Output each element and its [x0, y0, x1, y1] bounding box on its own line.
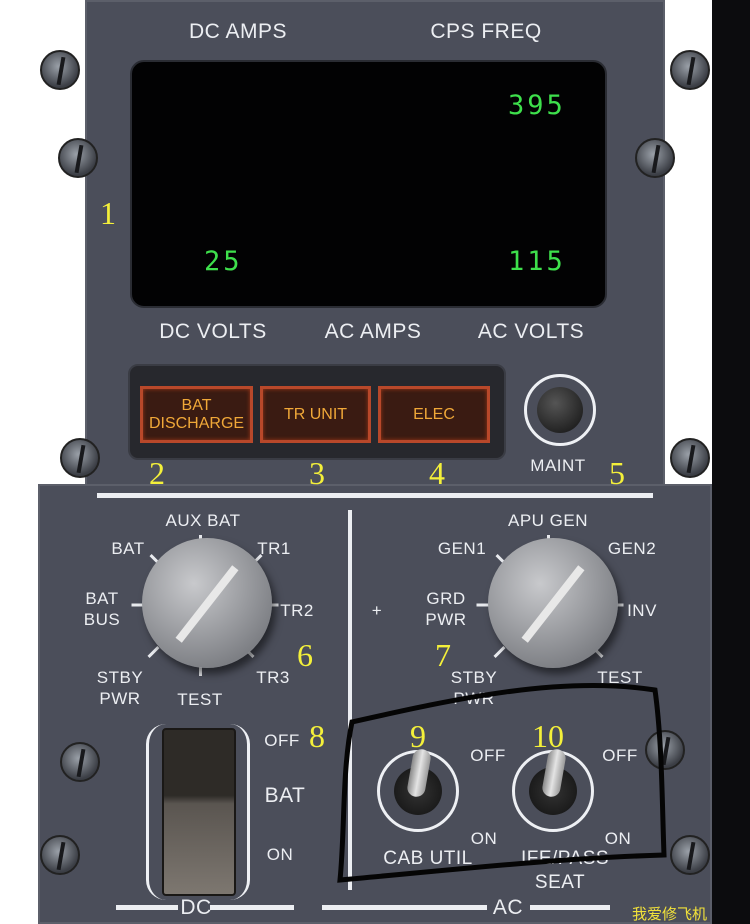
screw-icon — [670, 835, 710, 875]
plus-mark: + — [371, 601, 383, 620]
dc-meter-selector-knob[interactable] — [142, 538, 272, 668]
callout-9: 9 — [410, 718, 426, 754]
elec-light[interactable]: ELEC — [378, 386, 490, 443]
meter-display — [130, 60, 607, 308]
ac-volts-value: 115 — [508, 246, 566, 277]
screw-icon — [670, 438, 710, 478]
pos-test: TEST — [177, 690, 223, 709]
callout-3: 3 — [309, 455, 325, 491]
ife-pass-seat-switch[interactable] — [512, 747, 594, 832]
bat-switch-guard — [146, 724, 250, 900]
pos-tr2: TR2 — [280, 601, 314, 620]
bat-label: BAT — [264, 784, 306, 807]
bat-off-label: OFF — [264, 731, 300, 750]
callout-7: 7 — [435, 637, 451, 673]
callout-1: 1 — [100, 195, 116, 231]
screw-icon — [635, 138, 675, 178]
bat-switch[interactable] — [162, 728, 236, 896]
pos-ac-test: TEST — [597, 668, 643, 687]
pos-tr1: TR1 — [257, 539, 291, 558]
dc-section-label: DC — [180, 896, 212, 919]
label-ac-volts: AC VOLTS — [477, 320, 585, 343]
ac-line — [530, 905, 610, 910]
bat-discharge-line2: DISCHARGE — [148, 414, 245, 432]
pos-bat-bus: BAT BUS — [83, 589, 121, 629]
callout-5: 5 — [609, 455, 625, 491]
screw-icon — [40, 50, 80, 90]
ac-section-label: AC — [492, 896, 524, 919]
pos-aux-bat: AUX BAT — [165, 511, 241, 530]
screw-icon — [670, 50, 710, 90]
screw-icon — [645, 730, 685, 770]
maint-button[interactable] — [537, 387, 583, 433]
ife-on: ON — [604, 829, 632, 848]
maint-label: MAINT — [530, 456, 586, 475]
cab-util-on: ON — [470, 829, 498, 848]
ac-line — [322, 905, 487, 910]
callout-10: 10 — [532, 718, 564, 754]
pos-grd-pwr: GRD PWR — [425, 589, 467, 629]
maint-button-ring — [524, 374, 596, 446]
bat-on-label: ON — [266, 845, 294, 864]
divider — [97, 493, 653, 498]
dc-line — [116, 905, 178, 910]
elec-label: ELEC — [413, 405, 455, 423]
screw-icon — [58, 138, 98, 178]
pos-stby-pwr: STBY PWR — [96, 668, 144, 708]
pos-inv: INV — [627, 601, 657, 620]
bat-discharge-line1: BAT — [181, 396, 212, 414]
cab-util-label: CAB UTIL — [383, 848, 473, 869]
tr-unit-label: TR UNIT — [283, 405, 348, 423]
seat-label: SEAT — [534, 872, 586, 893]
label-cps-freq: CPS FREQ — [430, 20, 542, 43]
callout-2: 2 — [149, 455, 165, 491]
watermark: 我爱修飞机 — [632, 905, 708, 923]
pos-gen2: GEN2 — [607, 539, 657, 558]
tr-unit-light[interactable]: TR UNIT — [260, 386, 371, 443]
cab-util-switch[interactable] — [377, 747, 459, 832]
ife-off: OFF — [602, 746, 638, 765]
callout-4: 4 — [429, 455, 445, 491]
dc-volts-value: 25 — [204, 246, 243, 277]
dc-line — [210, 905, 294, 910]
ac-meter-selector-knob[interactable] — [488, 538, 618, 668]
label-ac-amps: AC AMPS — [324, 320, 422, 343]
frame-edge — [712, 0, 750, 924]
cab-util-off: OFF — [470, 746, 506, 765]
pos-gen1: GEN1 — [437, 539, 487, 558]
pos-tr3: TR3 — [256, 668, 290, 687]
cps-freq-value: 395 — [508, 90, 566, 121]
callout-8: 8 — [309, 718, 325, 754]
pos-bat: BAT — [111, 539, 145, 558]
screw-icon — [60, 438, 100, 478]
screw-icon — [40, 835, 80, 875]
screw-icon — [60, 742, 100, 782]
callout-6: 6 — [297, 637, 313, 673]
divider-vertical — [348, 510, 352, 890]
label-dc-amps: DC AMPS — [188, 20, 288, 43]
label-dc-volts: DC VOLTS — [159, 320, 267, 343]
pos-apu-gen: APU GEN — [507, 511, 589, 530]
